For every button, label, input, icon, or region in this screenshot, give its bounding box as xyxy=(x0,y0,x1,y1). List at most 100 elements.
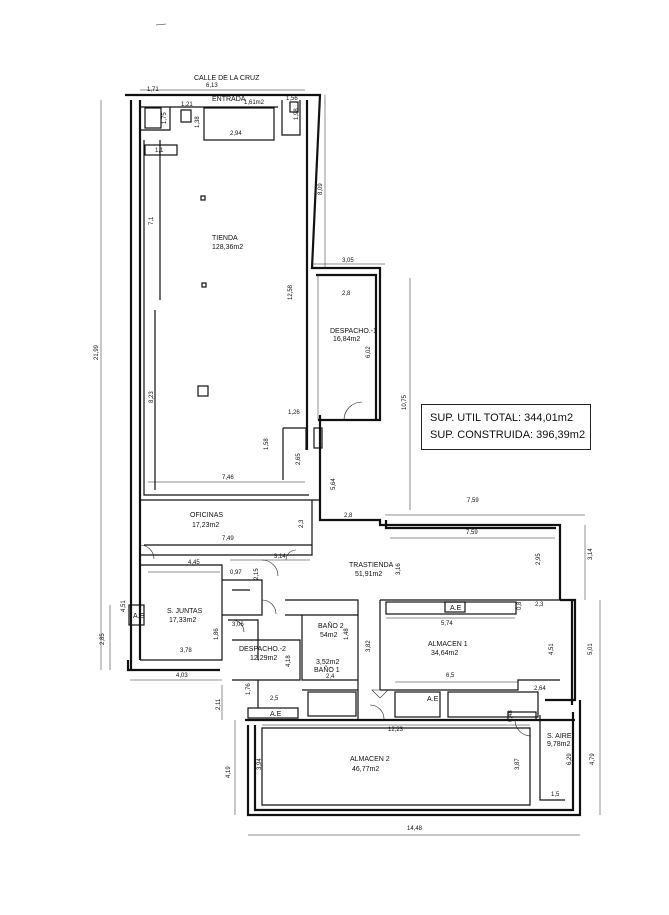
dim-7-59a: 7,59 xyxy=(467,498,479,504)
dim-4-03: 4,03 xyxy=(176,673,188,679)
dim-0-8: 0,8 xyxy=(517,601,523,610)
dim-7-49: 7,49 xyxy=(222,536,234,542)
dim-2-8a: 2,8 xyxy=(342,291,351,297)
interior-walls xyxy=(128,100,565,806)
dim-1-5: 1,5 xyxy=(551,792,560,798)
room-area-bano2: 54m2 xyxy=(320,632,338,639)
dim-7-46: 7,46 xyxy=(222,475,234,481)
dim-6-13: 6,13 xyxy=(206,83,218,89)
dim-7-59b: 7,59 xyxy=(466,530,478,536)
dim-1-26: 1,26 xyxy=(288,410,300,416)
dim-2-3a: 2,3 xyxy=(299,519,305,528)
dim-0-97: 0,97 xyxy=(230,570,242,576)
room-name-despacho1: DESPACHO.-1 xyxy=(330,328,377,335)
scan-speck xyxy=(155,23,167,26)
room-area-bano1: 3,52m2 xyxy=(316,659,339,666)
dim-4-79: 4,79 xyxy=(590,753,596,765)
ae-label-1: A.E xyxy=(133,613,145,620)
dim-14-48: 14,48 xyxy=(407,826,423,832)
useful-area-total: SUP. UTIL TOTAL: 344,01m2 xyxy=(430,412,574,424)
ae-label-4: A.E xyxy=(427,696,439,703)
dim-21-99: 21,99 xyxy=(94,344,100,360)
room-name-almacen1: ALMACEN 1 xyxy=(428,641,468,648)
dim-6-5: 6,5 xyxy=(446,673,455,679)
room-name-despacho2: DESPACHO.-2 xyxy=(239,646,286,653)
room-area-almacen1: 34,64m2 xyxy=(431,650,458,657)
dim-5-01: 5,01 xyxy=(588,643,594,655)
dim-1-86: 1,86 xyxy=(214,628,220,640)
dimension-texts: 1,71 6,13 1,21 1,56 1,75 1,38 2,94 1,98 … xyxy=(94,83,596,832)
dim-12-23: 12,23 xyxy=(388,727,404,733)
room-area-tienda: 128,36m2 xyxy=(212,244,243,251)
dim-1-58: 1,58 xyxy=(264,438,270,450)
room-area-sjuntas: 17,33m2 xyxy=(169,617,196,624)
dim-2-95: 2,95 xyxy=(536,553,542,565)
exterior-walls xyxy=(125,93,582,817)
dim-3-94: 3,94 xyxy=(257,758,263,770)
dim-3-05: 3,05 xyxy=(342,258,354,264)
dim-1-1: 1,1 xyxy=(155,148,164,154)
room-area-despacho2: 12,29m2 xyxy=(250,655,277,662)
ae-label-3: A.E xyxy=(450,605,462,612)
room-name-tienda: TIENDA xyxy=(212,235,238,242)
room-labels: CALLE DE LA CRUZ ENTRADA 1,61m2 TIENDA 1… xyxy=(133,75,572,773)
room-name-bano2: BAÑO 2 xyxy=(318,621,344,630)
room-name-almacen2: ALMACEN 2 xyxy=(350,756,390,763)
dimension-lines xyxy=(100,89,601,836)
door-swings xyxy=(139,401,532,737)
room-name-sjuntas: S. JUNTAS xyxy=(167,608,203,615)
dim-3-16: 3,16 xyxy=(396,563,402,575)
dim-1-76: 1,76 xyxy=(246,683,252,695)
room-name-entrada: ENTRADA xyxy=(212,96,246,103)
room-area-despacho1: 16,84m2 xyxy=(333,336,360,343)
dim-2-3b: 2,3 xyxy=(535,602,544,608)
dim-3-87: 3,87 xyxy=(515,758,521,770)
dim-2-15: 2,15 xyxy=(254,568,260,580)
room-area-trastienda: 51,91m2 xyxy=(355,571,382,578)
dim-2-65: 2,65 xyxy=(296,453,302,465)
dim-1-21: 1,21 xyxy=(181,102,193,108)
dim-2-11: 2,11 xyxy=(216,698,222,710)
room-area-saire: 9,78m2 xyxy=(547,741,570,748)
dim-2-64: 2,64 xyxy=(534,686,546,692)
dim-1-38: 1,38 xyxy=(195,116,201,128)
dim-3-78: 3,78 xyxy=(180,648,192,654)
dim-4-51a: 4,51 xyxy=(121,600,127,612)
dim-2-5: 2,5 xyxy=(270,696,279,702)
dim-0-48: 0,48 xyxy=(508,710,514,722)
surface-summary-box: SUP. UTIL TOTAL: 344,01m2 SUP. CONSTRUID… xyxy=(421,404,591,450)
dim-4-51b: 4,51 xyxy=(549,643,555,655)
room-name-trastienda: TRASTIENDA xyxy=(349,562,394,569)
dim-3-14a: 3,14 xyxy=(274,554,286,560)
dim-2-8b: 2,8 xyxy=(344,513,353,519)
dim-1-75: 1,75 xyxy=(162,112,168,124)
dim-5-64: 5,64 xyxy=(331,478,337,490)
room-area-almacen2: 46,77m2 xyxy=(352,766,379,773)
dim-10-75: 10,75 xyxy=(402,394,408,410)
ae-label-2: A.E xyxy=(270,711,282,718)
dim-2-85: 2,85 xyxy=(100,633,106,645)
dim-12-58: 12,58 xyxy=(288,284,294,300)
dim-6-02: 6,02 xyxy=(366,346,372,358)
room-name-bano1: BAÑO 1 xyxy=(314,665,340,674)
dim-8-09: 8,09 xyxy=(318,183,324,195)
dim-7-1: 7,1 xyxy=(149,216,155,225)
dim-4-19: 4,19 xyxy=(226,766,232,778)
dim-8-23: 8,23 xyxy=(149,391,155,403)
dim-1-98: 1,98 xyxy=(294,108,300,120)
dim-5-74: 5,74 xyxy=(441,621,453,627)
room-area-oficinas: 17,23m2 xyxy=(192,522,219,529)
dim-2-4: 2,4 xyxy=(326,674,335,680)
dim-3-06: 3,06 xyxy=(232,622,244,628)
dim-3-14b: 3,14 xyxy=(588,548,594,560)
dim-3-82: 3,82 xyxy=(366,640,372,652)
room-name-oficinas: OFICINAS xyxy=(190,512,223,519)
dim-6-29: 6,29 xyxy=(567,753,573,765)
room-name-saire: S. AIRE xyxy=(547,733,572,740)
dim-4-18: 4,18 xyxy=(286,655,292,667)
dim-4-45: 4,45 xyxy=(188,560,200,566)
room-area-entrada: 1,61m2 xyxy=(244,100,265,106)
street-label: CALLE DE LA CRUZ xyxy=(194,75,260,82)
dim-2-94: 2,94 xyxy=(230,131,242,137)
